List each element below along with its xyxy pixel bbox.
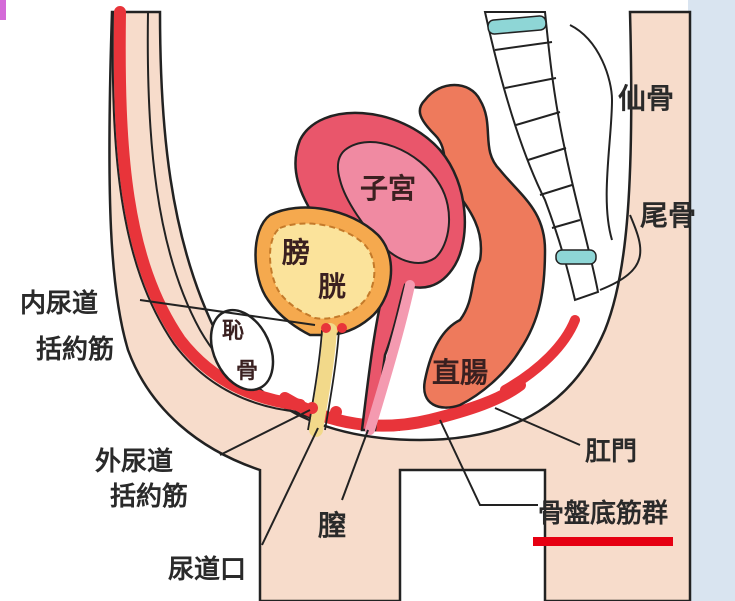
corner-mark [0,0,6,20]
vagina-label: 膣 [318,509,346,542]
sacrum-label: 仙骨 [618,82,674,115]
pelvic-floor-label: 骨盤底筋群 [538,498,668,529]
external-sphincter-label-1: 外尿道 [95,446,173,477]
urethral-opening-label: 尿道口 [168,554,246,585]
uterus-label: 子宮 [360,172,416,205]
internal-sphincter-label-1: 内尿道 [20,288,98,319]
bladder-label-2: 胱 [318,270,346,303]
pubic-bone-label-2: 骨 [236,359,258,384]
external-sphincter-dot-right [330,406,342,418]
pubic-bone-label-1: 恥 [222,319,244,344]
pelvic-floor-underline [533,537,673,546]
internal-sphincter-label-2: 括約筋 [36,334,114,365]
rectum-label: 直腸 [432,356,488,389]
internal-sphincter-dot-right [337,323,347,333]
bladder-label-1: 膀 [281,236,310,269]
internal-sphincter-dot-left [321,323,331,333]
side-panel [688,0,735,601]
anus-label: 肛門 [585,437,637,467]
external-sphincter-label-2: 括約筋 [110,481,188,512]
disc-bottom [556,250,596,264]
coccyx-label: 尾骨 [640,199,696,232]
